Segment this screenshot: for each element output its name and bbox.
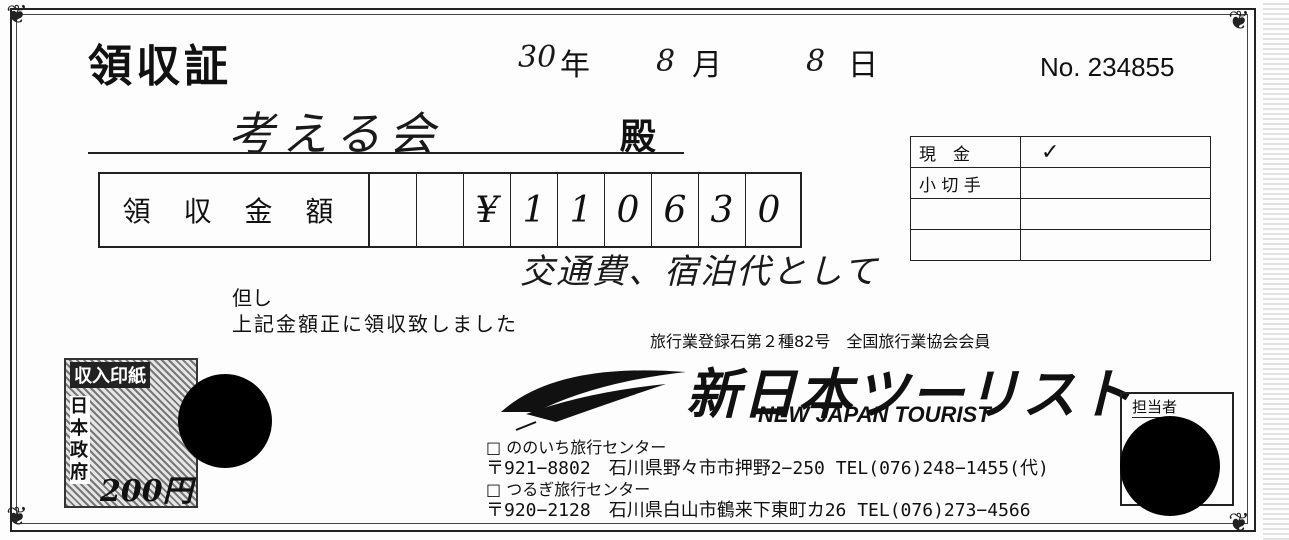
payment-value [1020, 198, 1211, 230]
payment-label [910, 198, 1021, 230]
payment-row [910, 198, 1211, 230]
payee-name: 考える会 [228, 107, 443, 161]
amount-digit: 6 [652, 174, 699, 246]
company-logo-swoosh-icon [501, 370, 686, 431]
payment-label: 現 金 [910, 136, 1021, 168]
corner-ornament-icon: ❦ [1228, 6, 1250, 36]
scan-edge [1263, 0, 1289, 540]
stamp-title: 収入印紙 [70, 362, 150, 388]
stamp-country: 日本政府 [70, 396, 90, 484]
amount-digit [417, 174, 464, 246]
redaction-mark [178, 374, 272, 468]
amount-digit: 1 [558, 174, 605, 246]
company-name-en: NEW JAPAN TOURIST [758, 402, 991, 427]
corner-ornament-icon: ❦ [6, 502, 28, 532]
inner-border [16, 14, 1248, 524]
receipt-title: 領収証 [88, 41, 232, 92]
receipt-number: No. 234855 [1040, 52, 1175, 82]
payment-method-table: 現 金 ✓ 小 切 手 [910, 136, 1211, 261]
amount-digit: ¥ [464, 174, 511, 246]
branch-name: □ つるぎ旅行センター [486, 480, 651, 499]
amount-label: 領 収 金 額 [100, 174, 370, 246]
payment-value [1020, 167, 1211, 199]
payment-label: 小 切 手 [910, 167, 1021, 199]
amount-digit [370, 174, 417, 246]
amount-digit: 3 [699, 174, 746, 246]
corner-ornament-icon: ❦ [1228, 508, 1250, 538]
month-label: 月 [692, 48, 722, 83]
payment-label [910, 229, 1021, 261]
confirmation-text: 上記金額正に領収致しました [232, 312, 518, 336]
payment-row: 小 切 手 [910, 167, 1211, 199]
branch-name: □ ののいち旅行センター [486, 438, 667, 457]
amount-digit: 0 [757, 189, 781, 231]
redaction-mark [1120, 416, 1220, 516]
honorific: 殿 [620, 116, 657, 158]
tadashi-label: 但し [232, 286, 272, 310]
stamp-value: 200円 [100, 474, 193, 509]
amount-digit: 1 [511, 174, 558, 246]
year-label: 年 [560, 48, 590, 83]
day-label: 日 [848, 48, 878, 83]
amount-digit: 0 [605, 174, 652, 246]
payment-row: 現 金 ✓ [910, 136, 1211, 168]
payment-row [910, 229, 1211, 261]
payment-value [1020, 229, 1211, 261]
date-year: 30 [518, 40, 557, 75]
payment-value: ✓ [1020, 136, 1211, 168]
outer-border [10, 8, 1256, 532]
date-month: 8 [656, 44, 676, 79]
date-day: 8 [806, 44, 826, 79]
tanto-label: 担当者 [1132, 398, 1178, 418]
payee-underline [88, 152, 684, 154]
corner-ornament-icon: ❦ [6, 0, 28, 30]
branch-address: 〒921−8802 石川県野々市市押野2−250 TEL(076)248−145… [486, 458, 1049, 479]
registration-text: 旅行業登録石第２種82号 全国旅行業協会会員 [650, 332, 991, 351]
purpose-text: 交通費、宿泊代として [520, 252, 879, 292]
company-name-ja: 新日本ツーリスト [686, 363, 1134, 426]
branch-address: 〒920−2128 石川県白山市鶴来下東町カ26 TEL(076)273−456… [486, 500, 1031, 521]
amount-box: 領 収 金 額 ¥ 1 1 0 6 3 0 [98, 172, 802, 248]
